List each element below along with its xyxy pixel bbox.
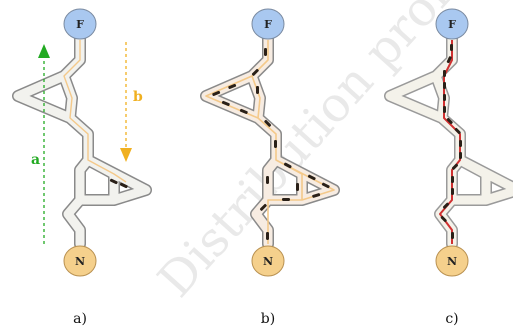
ant <box>264 119 272 127</box>
arrow-a-head <box>38 44 50 58</box>
ant <box>450 44 453 51</box>
nest-node: N <box>63 245 97 277</box>
ant <box>296 183 299 191</box>
food-node-label: F <box>76 18 84 31</box>
ant <box>454 127 461 135</box>
ant <box>443 82 446 89</box>
ant <box>221 100 230 106</box>
ant <box>321 182 330 189</box>
ants <box>109 178 128 189</box>
panel-label-a: a) <box>73 311 87 327</box>
nest-node: N <box>251 245 285 277</box>
ant <box>443 106 446 113</box>
ant <box>451 188 454 195</box>
ant <box>266 176 269 184</box>
nest-node-label: N <box>75 255 85 268</box>
ant <box>109 178 118 185</box>
ant <box>251 68 259 76</box>
nest-node-label: N <box>447 255 457 268</box>
ant <box>443 94 446 101</box>
ant <box>266 232 269 240</box>
panel-c: F N c) <box>384 8 513 327</box>
food-node: F <box>63 8 97 40</box>
ant <box>259 203 267 211</box>
trail-outline <box>384 32 513 250</box>
ant <box>256 86 259 94</box>
ant <box>443 70 446 77</box>
ant <box>451 163 459 170</box>
nest-node-shape <box>63 245 97 277</box>
food-node-label: F <box>448 18 456 31</box>
panel-label-c: c) <box>445 311 458 327</box>
nest-node-shape <box>251 245 285 277</box>
nest-node-shape <box>435 245 469 277</box>
nest-node: N <box>435 245 469 277</box>
ant <box>446 117 453 125</box>
arrow-a-label: a <box>31 152 40 168</box>
food-node-shape <box>435 8 469 40</box>
ant <box>228 83 237 89</box>
panel-label-b: b) <box>261 311 275 327</box>
arrow-b-label: b <box>133 89 143 105</box>
trail-network <box>12 32 152 250</box>
ants <box>440 44 462 239</box>
trail-outline <box>12 32 152 250</box>
ant <box>239 108 248 114</box>
ant <box>459 152 462 159</box>
ant <box>119 182 128 189</box>
food-node-label: F <box>264 18 272 31</box>
ant <box>274 140 277 148</box>
panel-b: F N b) <box>200 8 340 327</box>
ant <box>282 198 290 201</box>
trail-network <box>384 32 513 250</box>
ant <box>264 48 267 56</box>
ant <box>442 202 450 209</box>
food-node: F <box>435 8 469 40</box>
nest-node-label: N <box>263 255 273 268</box>
ant <box>446 56 452 64</box>
ant <box>440 215 447 223</box>
food-node-shape <box>63 8 97 40</box>
pheromone-trail <box>63 40 127 183</box>
ant <box>451 176 454 183</box>
food-node-shape <box>251 8 285 40</box>
ant <box>212 90 221 96</box>
ant <box>307 174 316 181</box>
arrow-b-head <box>120 148 132 162</box>
ant <box>451 232 454 239</box>
ant <box>312 193 321 198</box>
food-node: F <box>251 8 285 40</box>
ant <box>283 162 292 169</box>
ant <box>459 140 462 147</box>
ants <box>212 48 330 240</box>
panel-a: a b F N a) <box>12 8 152 327</box>
